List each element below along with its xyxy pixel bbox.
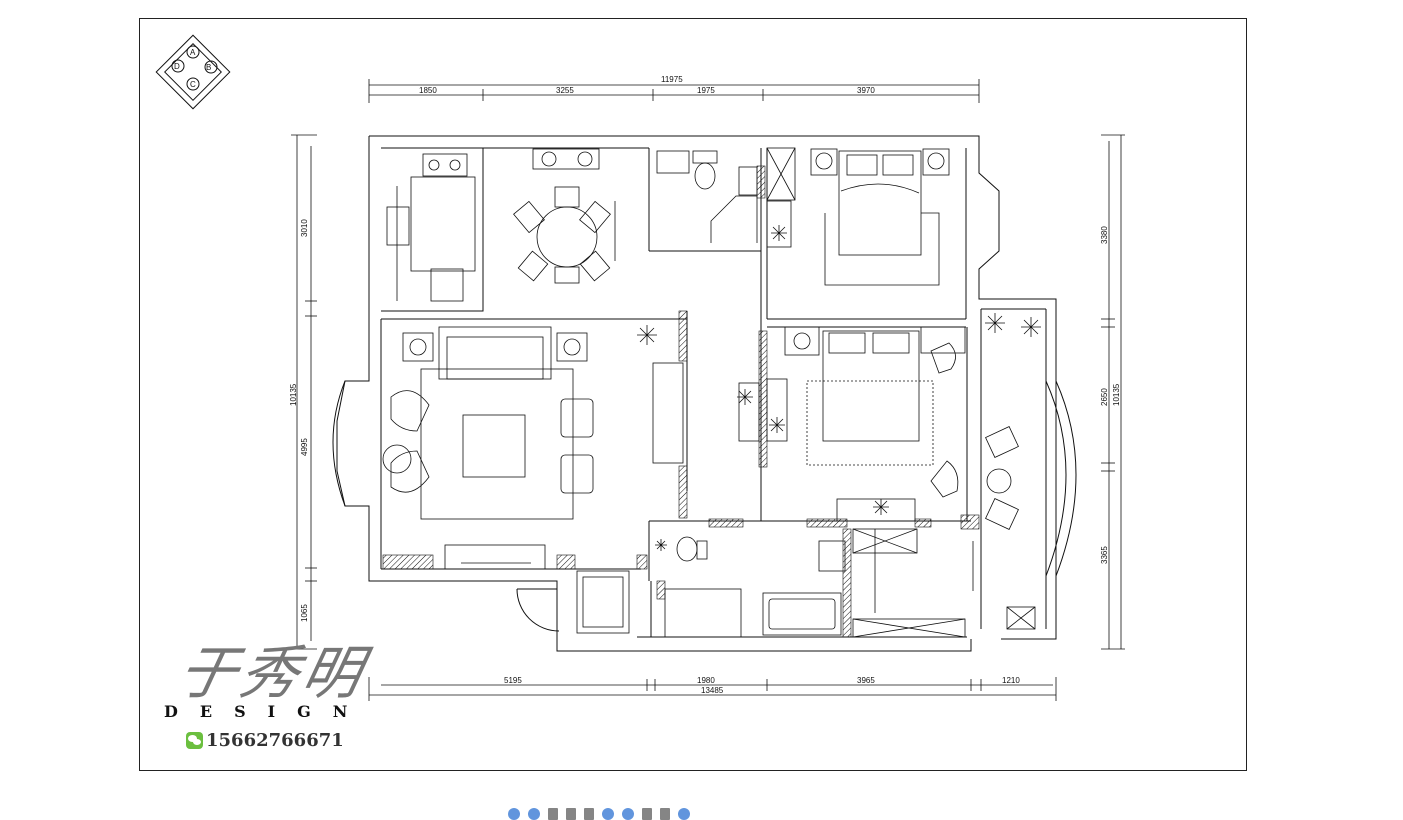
living-room	[382, 326, 684, 570]
dim-top-2: 3255	[556, 86, 574, 95]
plant-icon	[637, 325, 657, 345]
designer-logo: 于秀明	[171, 639, 373, 707]
dim-top-4: 3970	[857, 86, 875, 95]
compass-label-b: B	[206, 63, 211, 72]
right-dimensions	[1101, 134, 1125, 650]
rotate-icon[interactable]	[622, 808, 634, 820]
phone-number: 15662766671	[206, 730, 344, 751]
bathroom-bottom	[576, 528, 974, 638]
bathroom-top	[656, 150, 758, 243]
outer-walls	[332, 135, 1077, 652]
left-dimensions	[291, 134, 317, 650]
help-icon[interactable]	[678, 808, 690, 820]
second-bedroom	[738, 326, 966, 522]
dim-right-3: 3365	[1100, 546, 1109, 564]
design-wordmark: DESIGN	[164, 702, 370, 721]
dim-bottom-total: 13485	[701, 686, 724, 695]
dim-right-1: 3380	[1100, 226, 1109, 244]
plant-icon	[737, 389, 753, 405]
dim-bottom-3: 3965	[857, 676, 875, 685]
zoom-in-icon[interactable]	[508, 808, 520, 820]
dining-table	[513, 148, 616, 284]
wechat-icon	[186, 732, 203, 749]
dim-right-total: 10135	[1112, 383, 1121, 406]
dim-top-3: 1975	[697, 86, 715, 95]
plant-icon	[771, 225, 787, 241]
last-page-icon[interactable]	[602, 808, 614, 820]
compass-label-c: C	[190, 80, 196, 89]
plant-icon	[873, 499, 889, 515]
print-icon[interactable]	[642, 808, 652, 820]
prev-page-icon[interactable]	[566, 808, 576, 820]
zoom-out-icon[interactable]	[528, 808, 540, 820]
dim-left-2: 4995	[300, 438, 309, 456]
compass-label-d: D	[174, 62, 180, 71]
dim-left-1: 3010	[300, 219, 309, 237]
plant-icon	[655, 539, 667, 551]
hatched-walls	[382, 165, 980, 638]
dim-left-3: 1065	[300, 604, 309, 622]
dim-bottom-4: 1210	[1002, 676, 1020, 685]
dim-left-total: 10135	[289, 383, 298, 406]
floor-plan: A B C D 11975 1850 3255 1975 3970	[155, 34, 1125, 701]
plant-icon	[1021, 317, 1041, 337]
plant-icon	[769, 417, 785, 433]
dim-right-2: 2650	[1100, 388, 1109, 406]
first-page-icon[interactable]	[548, 808, 558, 820]
dim-top-total: 11975	[661, 75, 683, 84]
compass-icon: A B C D	[155, 34, 231, 110]
compass-label-a: A	[190, 48, 196, 57]
save-icon[interactable]	[660, 808, 670, 820]
viewer-toolbar	[508, 808, 690, 820]
drawing-frame: A B C D 11975 1850 3255 1975 3970	[139, 18, 1247, 771]
kitchen	[386, 153, 476, 302]
bottom-dimensions	[368, 677, 1057, 701]
contact-phone: 15662766671	[186, 730, 344, 751]
master-bed	[766, 147, 950, 286]
dim-bottom-2: 1980	[697, 676, 715, 685]
balcony	[985, 426, 1036, 630]
top-dimensions	[368, 79, 980, 103]
plant-icon	[985, 313, 1005, 333]
dim-top-1: 1850	[419, 86, 437, 95]
plant-icons	[637, 225, 1041, 551]
dim-bottom-1: 5195	[504, 676, 522, 685]
next-page-icon[interactable]	[584, 808, 594, 820]
